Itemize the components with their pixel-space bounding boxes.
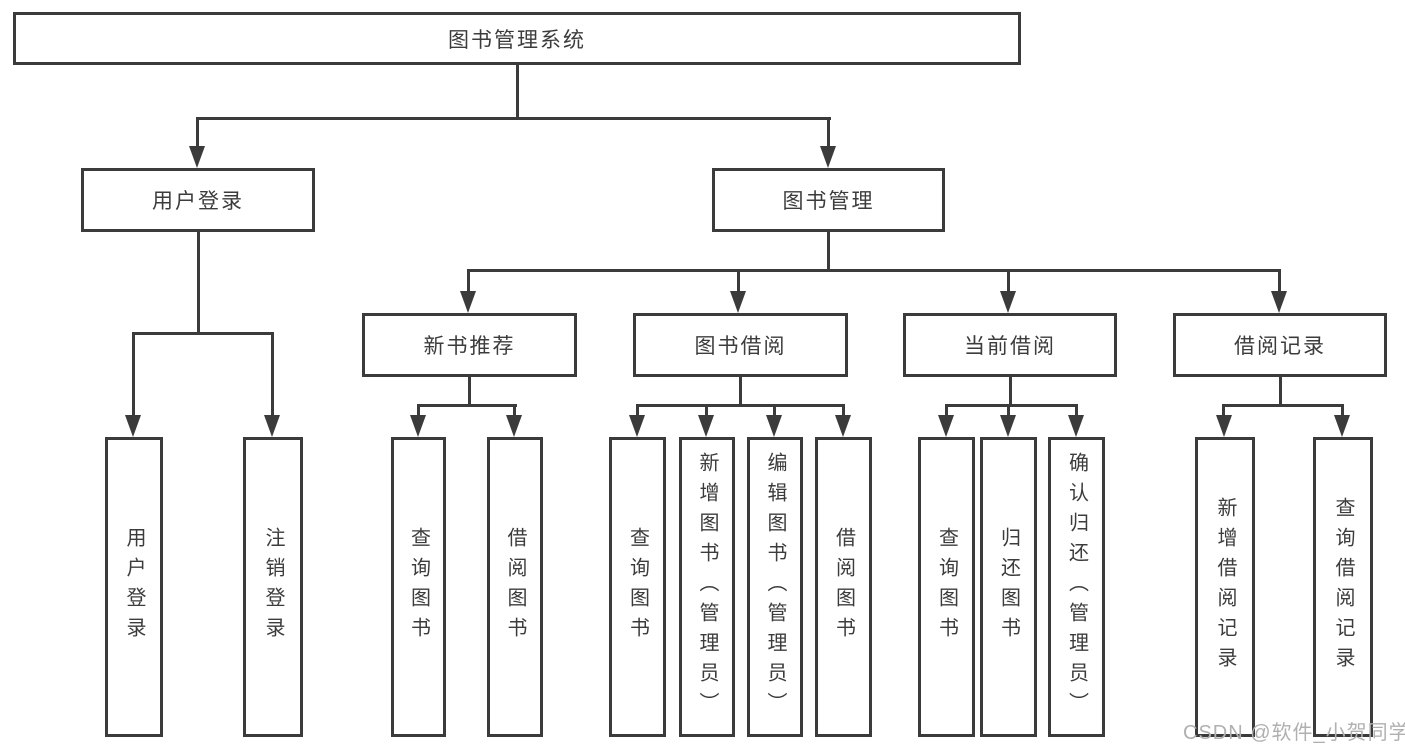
arrowhead-down-icon [1000,415,1016,437]
connector-root-bus [196,117,831,120]
arrowhead-down-icon [730,291,746,313]
node-borrow-records: 借阅记录 [1173,313,1387,377]
connector-current-borrow-stem [1009,376,1012,406]
leaf-label: 借阅图书 [504,527,526,647]
connector-drop-borrow-records [1278,269,1281,295]
arrowhead-down-icon [189,146,205,168]
leaf-borrow-books: 借阅图书 [815,437,872,737]
connector-drop-leaf [945,404,948,418]
leaf-logout: 注销登录 [243,437,303,737]
leaf-add-books-admin: 新增图书（管理员） [679,437,735,737]
connector-drop-login-leaf [132,332,135,418]
connector-new-book-stem [468,376,471,406]
leaf-query-borrow-record: 查询借阅记录 [1313,437,1373,737]
arrowhead-down-icon [1216,415,1232,437]
connector-drop-logout-leaf [271,332,274,418]
connector-new-book-bus [417,404,517,407]
connector-drop-new-book [467,269,470,295]
node-label: 新书推荐 [423,335,516,358]
arrowhead-down-icon [125,415,141,437]
connector-drop-leaf [513,404,516,418]
node-label: 图书管理系统 [448,28,586,52]
node-label: 用户登录 [152,190,244,213]
node-label: 当前借阅 [964,335,1056,358]
connector-drop-leaf [705,404,708,418]
node-label: 图书管理 [782,190,875,213]
connector-book-mgmt-bus [467,269,1281,272]
connector-drop-book-borrow [737,269,740,295]
leaf-label: 查询图书 [626,527,649,647]
arrowhead-down-icon [766,415,782,437]
leaf-user-login: 用户登录 [105,437,163,737]
node-new-book-recommend: 新书推荐 [362,313,577,377]
connector-drop-leaf [1222,404,1225,418]
leaf-query-books: 查询图书 [609,437,666,737]
leaf-label: 查询图书 [407,527,430,647]
leaf-label: 新增图书（管理员） [696,452,718,722]
node-system-root: 图书管理系统 [13,12,1021,65]
node-label: 借阅记录 [1234,335,1326,358]
leaf-borrow-books: 借阅图书 [487,437,543,737]
connector-drop-leaf [1341,404,1344,418]
connector-drop-leaf [773,404,776,418]
connector-book-borrow-bus [636,404,844,407]
connector-drop-book-mgmt [827,117,830,149]
leaf-label: 借阅图书 [832,527,855,647]
arrowhead-down-icon [1068,415,1084,437]
leaf-query-books: 查询图书 [918,437,975,737]
connector-drop-current-borrow [1007,269,1010,295]
node-user-login: 用户登录 [81,168,315,232]
connector-drop-leaf [636,404,639,418]
leaf-edit-books-admin: 编辑图书（管理员） [747,437,803,737]
leaf-label: 用户登录 [123,527,145,647]
connector-drop-leaf [1007,404,1010,418]
arrowhead-down-icon [820,146,836,168]
leaf-return-books: 归还图书 [980,437,1037,737]
arrowhead-down-icon [1000,291,1016,313]
node-label: 图书借阅 [694,335,787,358]
leaf-label: 归还图书 [997,527,1020,647]
arrowhead-down-icon [506,415,522,437]
leaf-add-borrow-record: 新增借阅记录 [1195,437,1255,737]
arrowhead-down-icon [698,415,714,437]
arrowhead-down-icon [460,291,476,313]
leaf-label: 编辑图书（管理员） [764,452,786,722]
connector-drop-leaf [842,404,845,418]
connector-borrow-records-stem [1279,376,1282,406]
arrowhead-down-icon [1271,291,1287,313]
connector-root-stem [516,64,519,120]
connector-book-borrow-stem [739,376,742,406]
leaf-label: 注销登录 [262,527,284,647]
connector-user-login-bus [132,332,274,335]
arrowhead-down-icon [629,415,645,437]
node-book-borrow: 图书借阅 [633,313,848,377]
connector-current-borrow-bus [945,404,1078,407]
leaf-label: 新增借阅记录 [1214,497,1236,677]
connector-user-login-stem [197,232,200,335]
arrowhead-down-icon [410,415,426,437]
node-current-borrow: 当前借阅 [903,313,1117,377]
connector-drop-leaf [417,404,420,418]
leaf-query-books: 查询图书 [391,437,446,737]
connector-borrow-records-bus [1222,404,1344,407]
arrowhead-down-icon [835,415,851,437]
connector-book-mgmt-stem [827,231,830,272]
connector-drop-user-login [196,117,199,149]
node-book-management: 图书管理 [712,168,945,232]
csdn-watermark: CSDN @软件_小贺同学 [1183,722,1405,744]
arrowhead-down-icon [264,415,280,437]
leaf-label: 确认归还（管理员） [1065,452,1088,722]
leaf-label: 查询图书 [935,527,958,647]
arrowhead-down-icon [1334,415,1350,437]
arrowhead-down-icon [938,415,954,437]
leaf-label: 查询借阅记录 [1332,497,1354,677]
leaf-confirm-return-admin: 确认归还（管理员） [1048,437,1105,737]
connector-drop-leaf [1075,404,1078,418]
